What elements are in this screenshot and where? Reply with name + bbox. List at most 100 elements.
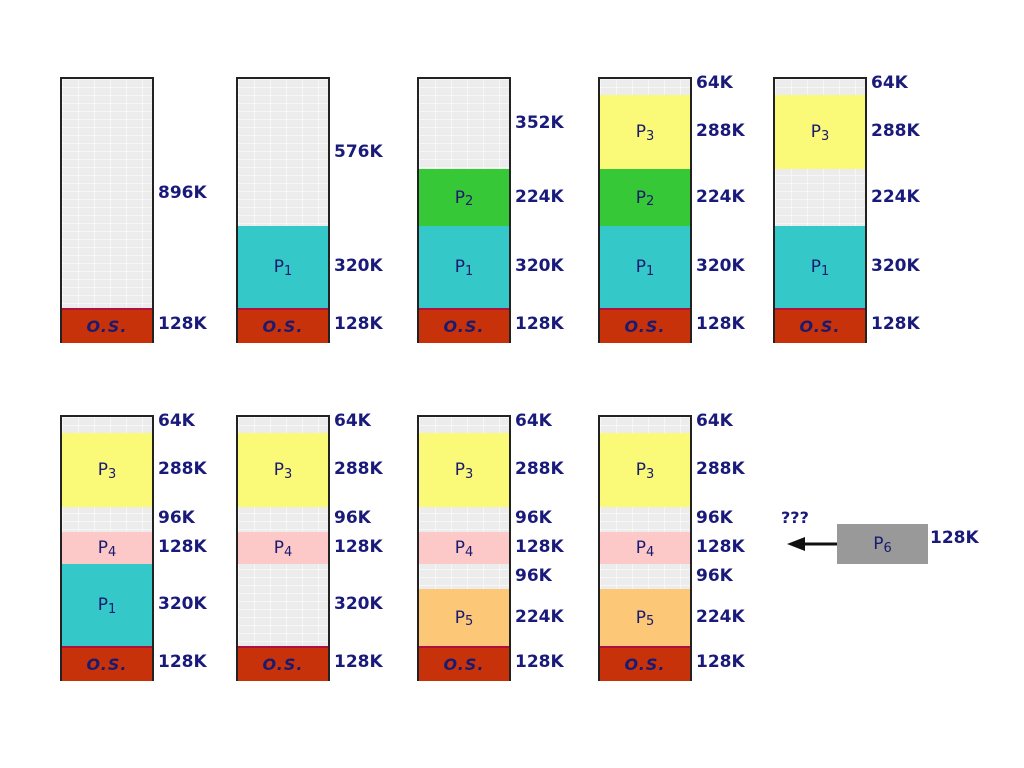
process-subscript: 4 bbox=[645, 544, 655, 560]
free-block bbox=[419, 417, 509, 433]
process-subscript: 2 bbox=[645, 194, 655, 210]
size-label: 128K bbox=[696, 651, 745, 672]
size-label: 224K bbox=[515, 186, 564, 207]
process-subscript: 5 bbox=[464, 614, 474, 630]
os-block: O.S. bbox=[419, 646, 509, 681]
size-label: 896K bbox=[158, 182, 207, 203]
size-label: 128K bbox=[696, 313, 745, 334]
process-label: P bbox=[635, 460, 646, 481]
size-label: 64K bbox=[696, 73, 733, 93]
process-subscript: 3 bbox=[820, 128, 830, 144]
free-block bbox=[775, 79, 865, 95]
memory-column-1: O.S. bbox=[60, 77, 154, 343]
process-label: P bbox=[635, 257, 646, 278]
size-label: 352K bbox=[515, 113, 564, 134]
process-label: P bbox=[273, 538, 284, 558]
free-block bbox=[600, 79, 690, 95]
size-label: 320K bbox=[158, 594, 207, 615]
size-label: 96K bbox=[696, 508, 733, 529]
os-label: O.S. bbox=[624, 655, 666, 675]
size-label: 320K bbox=[334, 256, 383, 277]
process-subscript: 1 bbox=[107, 601, 117, 617]
size-label: 96K bbox=[334, 508, 371, 529]
size-label: 128K bbox=[334, 537, 383, 557]
p6-sub: 6 bbox=[883, 540, 892, 556]
free-block bbox=[775, 169, 865, 226]
free-block bbox=[62, 79, 152, 308]
process-subscript: 3 bbox=[107, 466, 117, 482]
process-label: P bbox=[635, 538, 646, 558]
process-label: P bbox=[810, 257, 821, 278]
process-subscript: 4 bbox=[283, 544, 293, 560]
process-label: P bbox=[454, 460, 465, 481]
size-label: 224K bbox=[515, 606, 564, 627]
process-label: P bbox=[273, 460, 284, 481]
free-block bbox=[238, 564, 328, 646]
os-block: O.S. bbox=[600, 308, 690, 343]
process-label: P bbox=[454, 187, 465, 208]
p6-base: P bbox=[873, 534, 884, 554]
size-label: 320K bbox=[334, 594, 383, 615]
size-label: 64K bbox=[696, 411, 733, 431]
arrow-left-icon bbox=[787, 537, 837, 551]
process-label: P bbox=[635, 187, 646, 208]
size-label: 128K bbox=[515, 537, 564, 557]
process-label: P bbox=[97, 460, 108, 481]
os-block: O.S. bbox=[62, 308, 152, 343]
size-label: 128K bbox=[158, 651, 207, 672]
free-block bbox=[419, 79, 509, 169]
size-label: 128K bbox=[158, 537, 207, 557]
size-label: 64K bbox=[334, 411, 371, 431]
process-label: P bbox=[454, 538, 465, 558]
size-label: 128K bbox=[871, 313, 920, 334]
free-block bbox=[238, 507, 328, 532]
process-label: P bbox=[97, 595, 108, 616]
size-label: 128K bbox=[334, 313, 383, 334]
os-label: O.S. bbox=[262, 655, 304, 675]
size-label: 224K bbox=[696, 606, 745, 627]
size-label: 128K bbox=[515, 651, 564, 672]
process-subscript: 1 bbox=[283, 263, 293, 279]
size-label: 96K bbox=[696, 565, 733, 586]
size-label: 288K bbox=[158, 459, 207, 480]
process-label: P bbox=[635, 122, 646, 143]
question-mark-label: ??? bbox=[781, 508, 809, 527]
os-label: O.S. bbox=[86, 317, 128, 337]
process-label: P bbox=[454, 607, 465, 628]
p6-size-label: 128K bbox=[930, 528, 979, 548]
size-label: 576K bbox=[334, 141, 383, 162]
size-label: 288K bbox=[515, 459, 564, 480]
process-subscript: 4 bbox=[464, 544, 474, 560]
size-label: 288K bbox=[696, 121, 745, 142]
free-block bbox=[600, 417, 690, 433]
os-label: O.S. bbox=[86, 655, 128, 675]
os-label: O.S. bbox=[799, 317, 841, 337]
size-label: 288K bbox=[696, 459, 745, 480]
free-block bbox=[600, 507, 690, 532]
os-label: O.S. bbox=[443, 655, 485, 675]
os-label: O.S. bbox=[262, 317, 304, 337]
os-block: O.S. bbox=[238, 646, 328, 681]
size-label: 96K bbox=[158, 508, 195, 529]
size-label: 64K bbox=[871, 73, 908, 93]
process-label: P bbox=[97, 538, 108, 558]
free-block bbox=[419, 564, 509, 589]
free-block bbox=[600, 564, 690, 589]
